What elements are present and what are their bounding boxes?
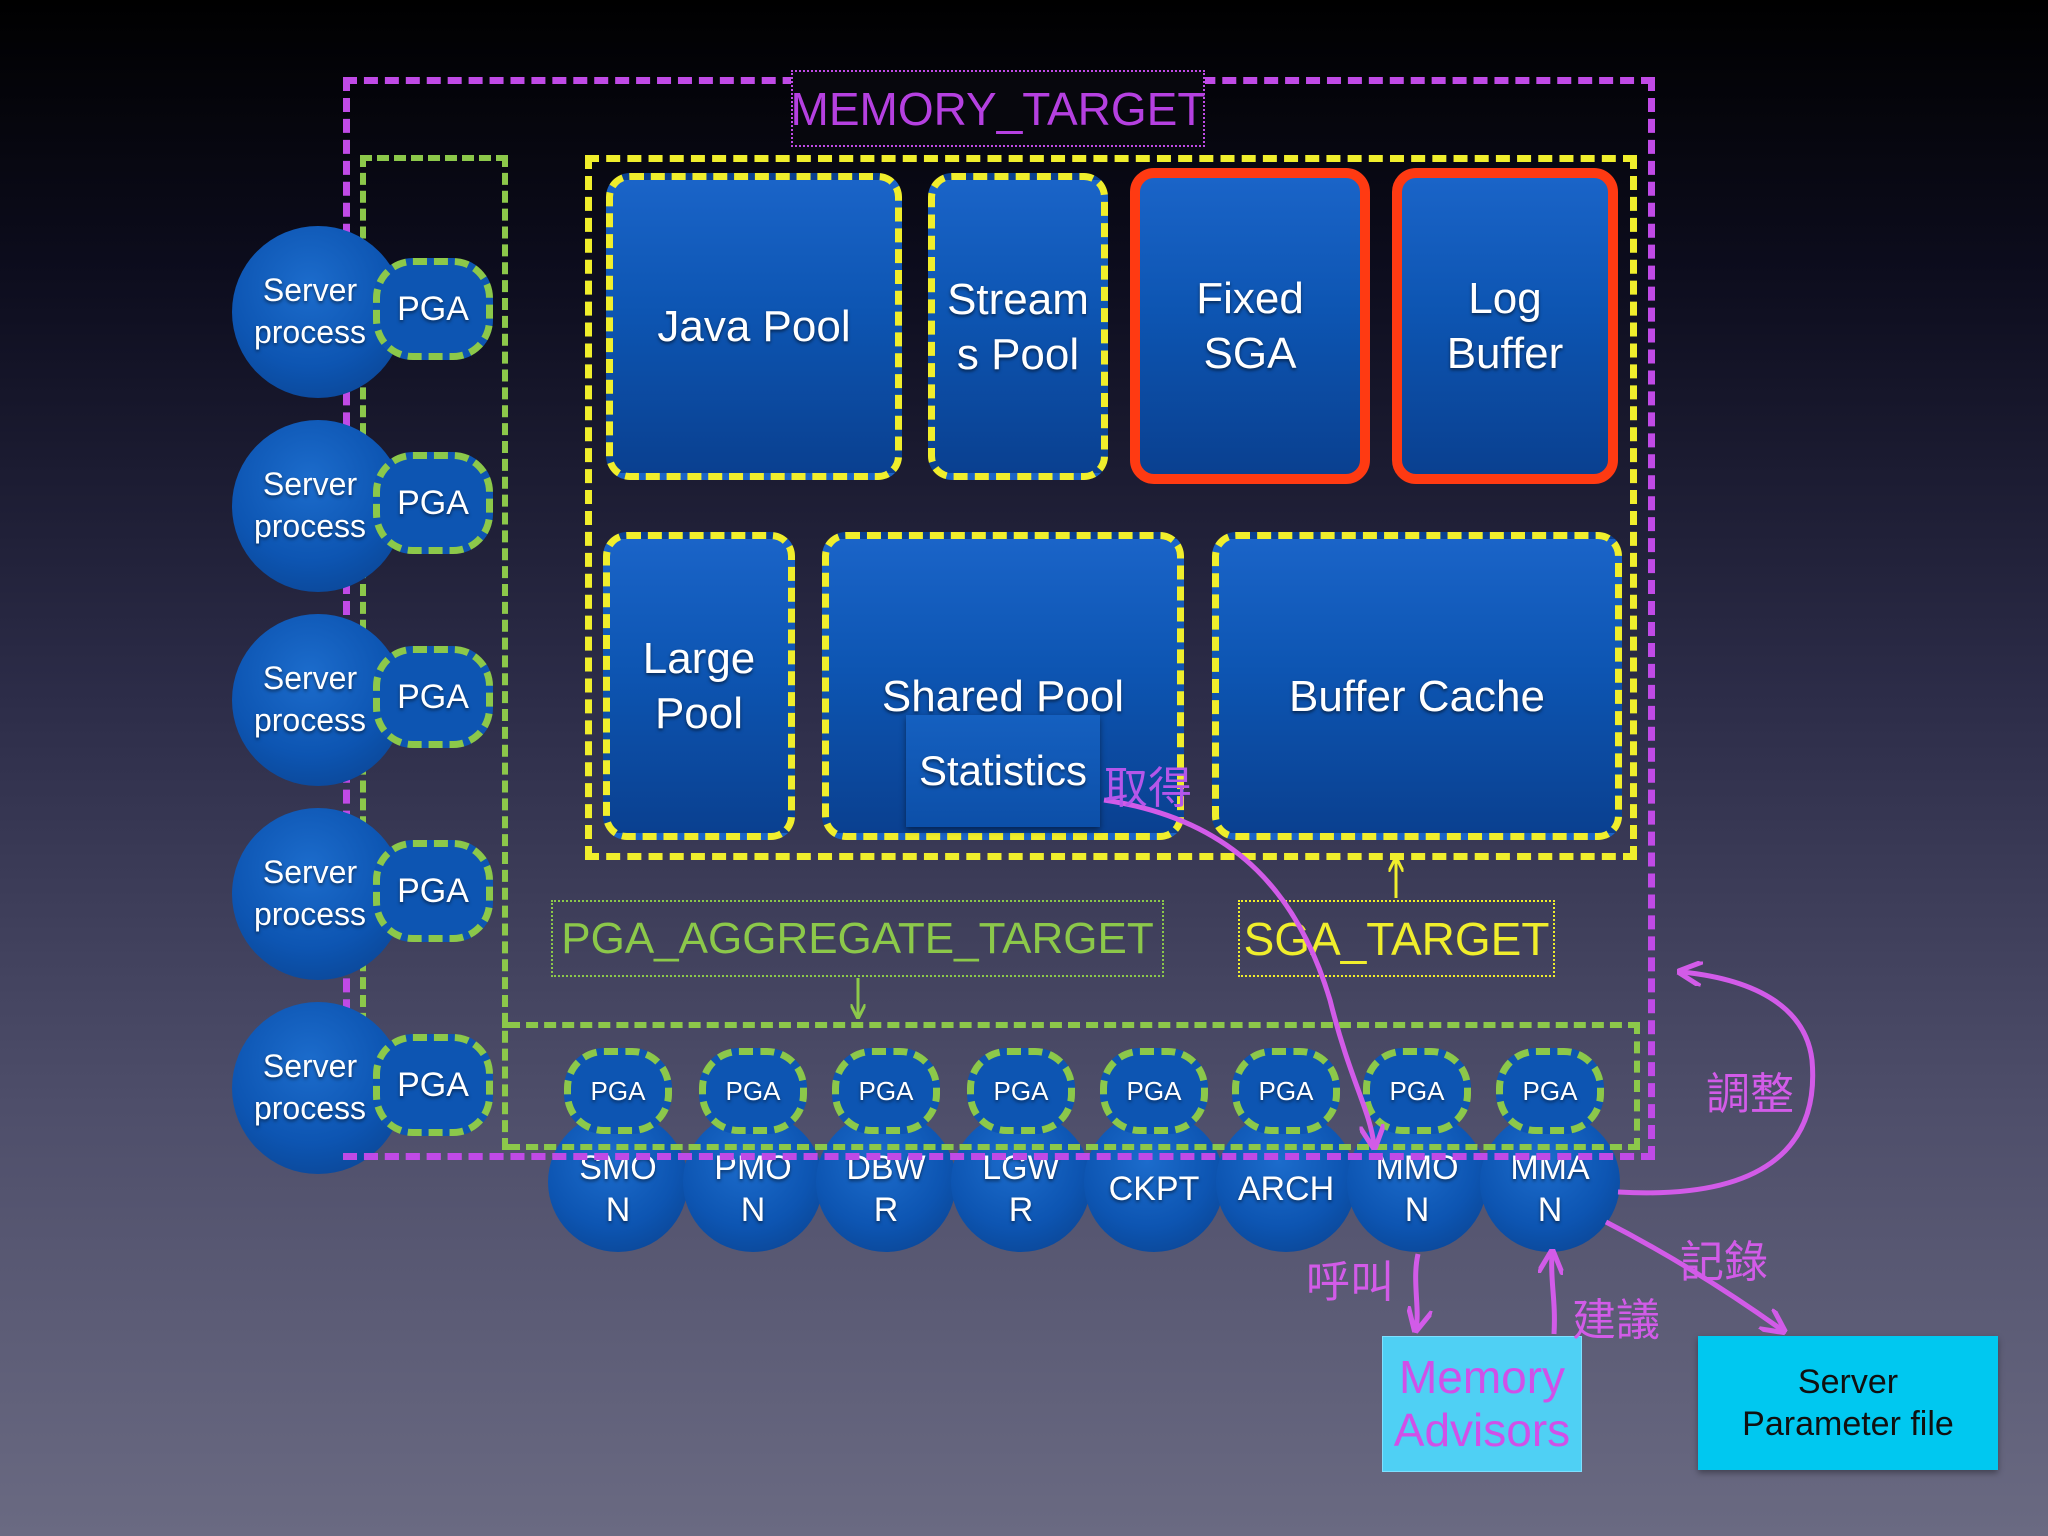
fetch-label: 取得 [1104, 763, 1192, 814]
call-label: 呼叫 [1306, 1257, 1394, 1308]
background-pga: PGA [1100, 1048, 1208, 1134]
background-pga: PGA [967, 1048, 1075, 1134]
buffer-cache: Buffer Cache [1212, 532, 1622, 840]
suggest-label: 建議 [1572, 1295, 1660, 1346]
background-pga: PGA [699, 1048, 807, 1134]
record-label: 記錄 [1680, 1237, 1768, 1288]
adjust-label: 調整 [1706, 1069, 1794, 1120]
memory-advisors-box: Memory Advisors [1382, 1336, 1582, 1472]
server-pga: PGA [373, 258, 493, 360]
memory-target-bottom-edge [343, 1153, 1655, 1160]
background-process-circle: ARCH [1216, 1112, 1356, 1252]
server-parameter-file-box: Server Parameter file [1698, 1336, 1998, 1470]
fetch-arrow [1103, 797, 1374, 1145]
statistics-box: Statistics [906, 715, 1100, 827]
background-pga: PGA [564, 1048, 672, 1134]
java-pool: Java Pool [606, 173, 902, 480]
server-pga: PGA [373, 452, 493, 554]
pga-aggregate-target-label: PGA_AGGREGATE_TARGET [551, 900, 1164, 977]
server-pga: PGA [373, 840, 493, 942]
background-pga: PGA [1232, 1048, 1340, 1134]
background-pga: PGA [832, 1048, 940, 1134]
memory-target-label: MEMORY_TARGET [791, 70, 1205, 147]
background-pga: PGA [1363, 1048, 1471, 1134]
server-pga: PGA [373, 646, 493, 748]
pga-aggregate-strip-bottom-edge [508, 1144, 1640, 1150]
sga-target-boundary [585, 155, 1637, 860]
call-arrow [1416, 1253, 1418, 1328]
background-pga: PGA [1496, 1048, 1604, 1134]
adjust-arrow [1617, 972, 1816, 1196]
suggest-arrow [1552, 1254, 1555, 1335]
background-process-circle: CKPT [1084, 1112, 1224, 1252]
server-pga: PGA [373, 1034, 493, 1136]
pga-aggregate-connector [502, 1022, 514, 1028]
record-arrow [1604, 1219, 1782, 1330]
